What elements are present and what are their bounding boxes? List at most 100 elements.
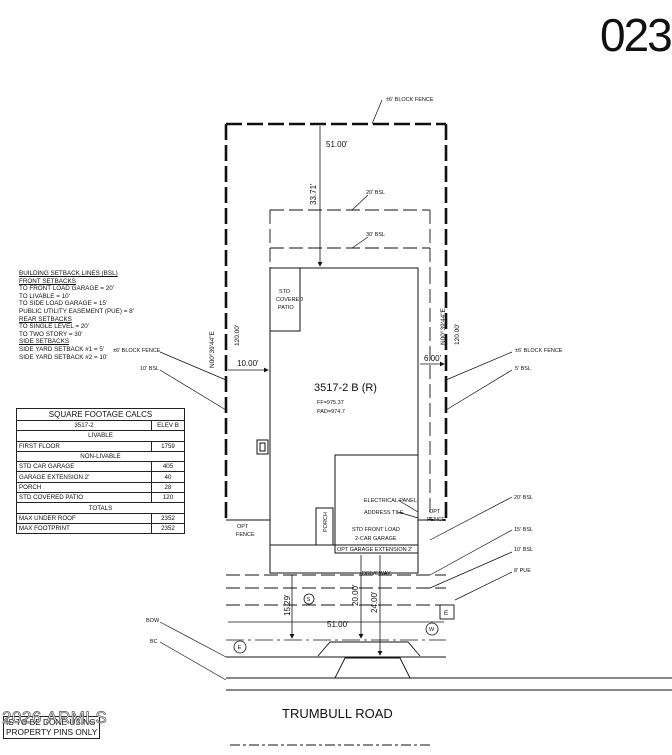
ff-elevation: FF=975.37 bbox=[317, 400, 344, 406]
electric-box bbox=[439, 604, 455, 620]
left-side-dim: 10.00' bbox=[237, 359, 259, 368]
leader-lines bbox=[159, 99, 513, 681]
legend-title: BUILDING SETBACK LINES (BSL) bbox=[19, 270, 118, 277]
pin-note-line-1: IS TO BE DONE USING bbox=[6, 717, 96, 727]
garage-label-2: 2-CAR GARAGE bbox=[355, 536, 397, 542]
totals-heading: TOTALS bbox=[16, 502, 185, 514]
left-bsl-label: 10' BSL bbox=[140, 366, 159, 372]
house-footprint bbox=[256, 267, 419, 574]
legend-item: TO LIVABLE = 10' bbox=[19, 292, 70, 300]
table-row: GARAGE EXTENSION 2'40 bbox=[16, 471, 185, 483]
livable-heading: LIVABLE bbox=[16, 430, 185, 442]
garage-extension-label: OPT GARAGE EXTENSION 2' bbox=[337, 547, 412, 553]
lot-boundary bbox=[224, 122, 448, 520]
plan-cell: 3517-2 bbox=[16, 419, 152, 432]
setback-legend: BUILDING SETBACK LINES (BSL) FRONT SETBA… bbox=[19, 270, 179, 361]
pin-note-line-2: PROPERTY PINS ONLY bbox=[6, 726, 98, 737]
front-24-dim: 24.00' bbox=[370, 591, 379, 613]
electrical-panel-label: ELECTRICAL PANEL bbox=[364, 498, 417, 504]
setback-lines bbox=[226, 209, 446, 606]
legend-side-heading: SIDE SETBACKS bbox=[19, 338, 70, 346]
row-value: 120 bbox=[151, 492, 185, 504]
front-15-dim: 15.29' bbox=[283, 594, 292, 616]
opt-fence-right-1: OPT bbox=[429, 509, 441, 515]
row-value: 40 bbox=[151, 471, 185, 483]
front-15-bsl-label: 15' BSL bbox=[514, 527, 533, 533]
left-lot-length: 120.00' bbox=[234, 325, 241, 346]
driveway-label: DRIVEWAY bbox=[362, 571, 391, 577]
legend-rear-heading: REAR SETBACKS bbox=[19, 315, 72, 323]
top-fence-label: ±6' BLOCK FENCE bbox=[386, 97, 434, 103]
mls-watermark: 2026 ARMLS bbox=[2, 708, 108, 728]
row-label: STD CAR GARAGE bbox=[16, 461, 152, 473]
legend-item: PUBLIC UTILITY EASEMENT (PUE) = 8' bbox=[19, 307, 134, 315]
electric-marker-label: E bbox=[238, 645, 242, 651]
water-marker bbox=[425, 622, 439, 636]
pue-label: 8' PUE bbox=[514, 568, 531, 574]
opt-fence-left-2: FENCE bbox=[236, 532, 255, 538]
electric-box-label: E bbox=[444, 610, 449, 617]
sewer-marker bbox=[303, 593, 315, 605]
legend-item: TO SIDE LOAD GARAGE = 15' bbox=[19, 300, 108, 308]
row-label: FIRST FLOOR bbox=[16, 440, 152, 452]
utility-markers: S W E E bbox=[233, 593, 455, 654]
row-value: 28 bbox=[151, 481, 185, 494]
row-label: STD COVERED PATIO bbox=[16, 492, 152, 504]
pad-elevation: PAD=974.7 bbox=[317, 409, 345, 415]
left-bearing: N00°39'44"E bbox=[208, 330, 216, 368]
row-value: 2352 bbox=[151, 512, 185, 524]
right-bearing: N00°39'44"E bbox=[439, 307, 447, 345]
rear-30-bsl-label: 30' BSL bbox=[366, 232, 385, 238]
right-side-dim: 6.00' bbox=[424, 354, 442, 363]
porch-label: PORCH bbox=[323, 512, 329, 532]
rear-20-bsl-label: 20' BSL bbox=[366, 190, 385, 196]
row-value: 405 bbox=[151, 461, 185, 473]
row-value: 2352 bbox=[151, 522, 185, 535]
front-10-bsl-label: 10' BSL bbox=[514, 547, 533, 553]
legend-item: SIDE YARD SETBACK #1 = 5' bbox=[19, 345, 105, 353]
row-label: GARAGE EXTENSION 2' bbox=[16, 471, 152, 483]
plan-label: 3517-2 B (R) bbox=[314, 382, 377, 394]
top-depth-dim: 51.00' bbox=[326, 140, 348, 149]
left-fence-label: ±6' BLOCK FENCE bbox=[113, 348, 161, 354]
patio-label-2: COVERED bbox=[276, 297, 303, 303]
curb-and-sidewalk bbox=[226, 641, 672, 746]
row-label: PORCH bbox=[16, 481, 152, 494]
right-bsl-label: 5' BSL bbox=[515, 366, 531, 372]
patio-label-1: STD bbox=[279, 289, 290, 295]
legend-item: SIDE YARD SETBACK #2 = 10' bbox=[19, 353, 108, 361]
pin-note: IS TO BE DONE USING PROPERTY PINS ONLY bbox=[3, 716, 101, 739]
right-lot-length: 120.00' bbox=[454, 324, 461, 345]
sewer-marker-label: S bbox=[307, 597, 311, 603]
sheet-number: 023 bbox=[600, 9, 672, 61]
electric-marker bbox=[233, 640, 247, 654]
patio-label-3: PATIO bbox=[278, 305, 294, 311]
rear-setback-dim: 33.71' bbox=[309, 183, 318, 205]
water-marker-label: W bbox=[429, 627, 435, 633]
opt-fence-left-1: OPT bbox=[237, 524, 249, 530]
street-name: TRUMBULL ROAD bbox=[282, 706, 393, 721]
row-label: MAX FOOTPRINT bbox=[16, 522, 152, 535]
nonlivable-heading: NON-LIVABLE bbox=[16, 450, 185, 463]
legend-front-heading: FRONT SETBACKS bbox=[19, 277, 76, 285]
row-value: 1759 bbox=[151, 440, 185, 452]
legend-item: TO TWO STORY = 30' bbox=[19, 330, 83, 338]
dimension-lines bbox=[228, 126, 445, 656]
bottom-width-dim: 51.00' bbox=[327, 620, 349, 629]
bc-label: BC bbox=[150, 639, 158, 645]
address-tile-label: ADDRESS TILE bbox=[364, 510, 404, 516]
table-title: SQUARE FOOTAGE CALCS bbox=[16, 408, 185, 421]
front-20-dim: 20.00' bbox=[351, 584, 360, 606]
row-label: MAX UNDER ROOF bbox=[16, 512, 152, 524]
elevation-cell: ELEV B bbox=[151, 419, 185, 432]
garage-label-1: STD FRONT LOAD bbox=[352, 527, 400, 533]
right-fence-label: ±6' BLOCK FENCE bbox=[515, 348, 563, 354]
front-20-bsl-label: 20' BSL bbox=[514, 495, 533, 501]
